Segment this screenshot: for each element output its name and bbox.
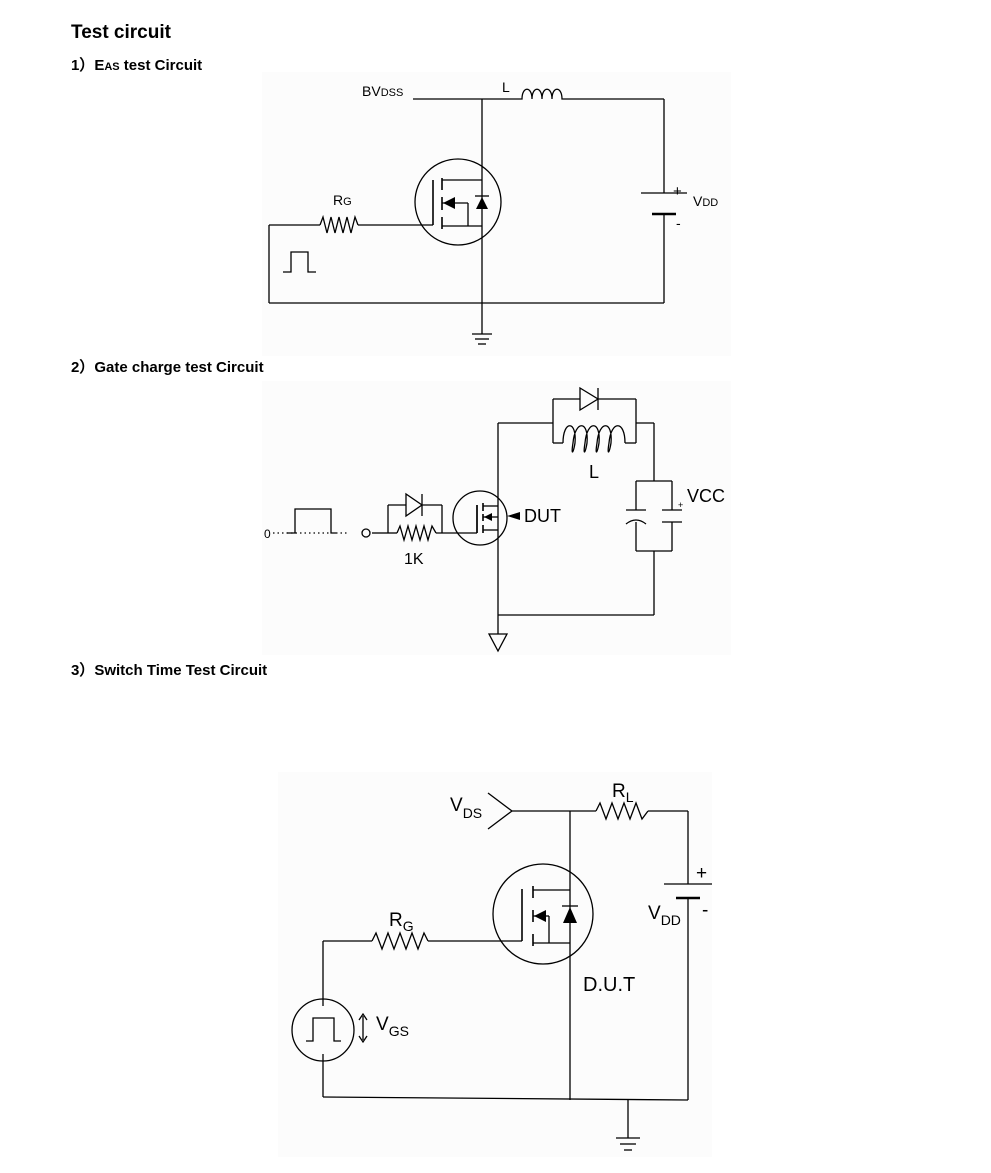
label-dut: DUT xyxy=(524,506,561,526)
section-title-main: Switch Time Test Circuit xyxy=(94,662,268,679)
label-rg: RG xyxy=(333,192,352,208)
label-source-zero: 0 xyxy=(264,527,271,541)
label-vdd-minus: - xyxy=(702,900,708,921)
section-number: 2） xyxy=(71,359,95,376)
label-rl: RL xyxy=(612,781,634,805)
section-number: 3） xyxy=(71,662,95,679)
label-inductor: L xyxy=(502,79,510,95)
pulse-icon xyxy=(283,251,316,273)
ground-icon xyxy=(616,1137,640,1151)
battery-icon xyxy=(641,192,687,216)
eas-wires xyxy=(268,98,665,334)
resistor-icon xyxy=(595,801,649,821)
section-title-subscript: AS xyxy=(104,61,120,73)
mosfet-icon xyxy=(452,490,520,546)
label-inductor: L xyxy=(589,462,599,482)
resistor-icon xyxy=(371,931,429,951)
mosfet-icon xyxy=(492,863,594,965)
section-title-eas: 1）EAS test Circuit xyxy=(71,54,202,75)
label-rg: RG xyxy=(389,910,414,934)
diode-icon xyxy=(579,386,600,412)
section-number: 1） xyxy=(71,57,95,74)
label-dut: D.U.T xyxy=(583,974,635,996)
double-arrow-icon xyxy=(358,1012,368,1044)
diagram-background xyxy=(262,381,731,655)
gate-diode-icon xyxy=(405,492,424,518)
ground-icon xyxy=(472,333,492,345)
section-title-switch-time: 3）Switch Time Test Circuit xyxy=(71,659,267,680)
diagram-background xyxy=(278,772,712,1157)
label-vcc: VCC xyxy=(687,486,725,506)
label-vdd-minus: - xyxy=(676,215,681,231)
capacitor-icon xyxy=(625,509,647,525)
polarized-capacitor-icon: + xyxy=(662,500,683,523)
eas-test-circuit-diagram: BVDSS L RG + VDD - xyxy=(262,72,731,356)
pulse-source-icon xyxy=(291,998,355,1062)
label-vdd: VDD xyxy=(648,903,681,928)
svg-text:+: + xyxy=(678,500,683,510)
inductor-icon xyxy=(562,425,626,453)
page-title: Test circuit xyxy=(71,22,171,43)
resistor-icon xyxy=(319,214,359,234)
section-title-rest: test Circuit xyxy=(119,57,203,74)
label-vgs: VGS xyxy=(376,1014,409,1039)
battery-icon xyxy=(664,883,712,900)
ground-icon xyxy=(487,633,509,653)
inductor-icon xyxy=(517,88,563,100)
mosfet-icon xyxy=(414,158,502,246)
gate-charge-wires xyxy=(372,398,673,634)
label-vdd: VDD xyxy=(693,193,718,209)
section-title-gate-charge: 2）Gate charge test Circuit xyxy=(71,356,264,377)
section-title-main: E xyxy=(94,57,105,74)
label-resistor-1k: 1K xyxy=(404,551,424,568)
section-title-main: Gate charge test Circuit xyxy=(94,359,264,376)
label-vdd-plus: + xyxy=(696,863,707,884)
label-vds: VDS xyxy=(450,795,482,821)
label-bvdss: BVDSS xyxy=(362,83,403,99)
gate-charge-test-circuit-diagram: + 0 1K DUT L VCC xyxy=(262,381,731,655)
label-vdd-plus: + xyxy=(673,183,682,200)
pulse-source-icon xyxy=(273,508,371,538)
resistor-icon xyxy=(396,523,437,543)
